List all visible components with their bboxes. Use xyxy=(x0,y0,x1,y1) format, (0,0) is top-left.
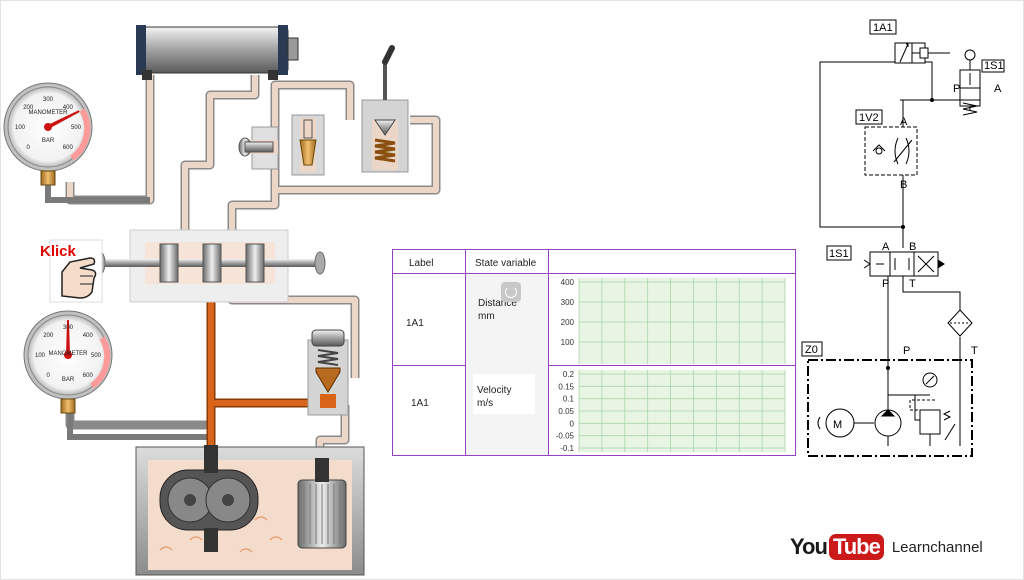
gauge-bottom-label: MANOMETER xyxy=(49,351,89,357)
throttle-valve xyxy=(238,126,279,170)
table-header-label: Label xyxy=(409,258,434,269)
gauge-line-bottom xyxy=(67,410,215,440)
gauge-top-unit: BAR xyxy=(42,138,55,144)
hydraulic-cylinder xyxy=(136,25,299,80)
schematic-limit-valve xyxy=(959,49,981,116)
port-a-dcv: A xyxy=(882,241,890,253)
row1-unit: mm xyxy=(478,311,495,322)
gauge-bottom-tick: 500 xyxy=(91,353,102,359)
state-variable-table: Label State variable 1A1 Distance mm 1A1… xyxy=(392,249,796,456)
gauge-top-tick: 200 xyxy=(23,105,34,111)
gauge-bottom-tick: 0 xyxy=(47,373,51,379)
label-z0: Z0 xyxy=(805,344,818,356)
charts-area: 400 300 200 100 0.2 0.15 0.1 0.05 0 -0.05 -0.1 xyxy=(556,278,786,453)
gauge-top-tick: 100 xyxy=(15,125,26,131)
brand-you: You xyxy=(790,534,828,559)
brand-tube: Tube xyxy=(828,534,884,560)
oil-tank xyxy=(135,445,365,576)
chart-tick-label: 100 xyxy=(561,338,575,347)
manometer-bottom xyxy=(23,310,113,414)
chart-tick-label: 400 xyxy=(561,278,575,287)
gauge-top-tick: 300 xyxy=(43,97,54,103)
schematic-flow-valve-1v2 xyxy=(864,126,918,176)
port-a-1v2: A xyxy=(900,116,908,128)
port-a-limit: A xyxy=(994,83,1002,95)
motor-symbol: M xyxy=(833,419,842,431)
label-1v2: 1V2 xyxy=(859,112,879,124)
schematic-cylinder-1a1 xyxy=(894,42,950,64)
port-t-dcv: T xyxy=(909,278,916,290)
gauge-bottom-tick: 100 xyxy=(35,353,46,359)
row1-variable: Distance xyxy=(478,298,517,309)
schematic-power-unit-z0 xyxy=(807,359,973,457)
gauge-line-top xyxy=(45,185,150,203)
gauge-bottom-tick: 600 xyxy=(83,373,94,379)
gauge-bottom-tick: 300 xyxy=(63,325,74,331)
directional-valve[interactable] xyxy=(92,229,326,303)
chart-tick-label: 0.05 xyxy=(558,407,574,416)
chart-tick-label: 0.2 xyxy=(563,370,575,379)
gauge-bottom-tick: 400 xyxy=(83,333,94,339)
gauge-top-label: MANOMETER xyxy=(29,110,69,116)
chart-tick-label: -0.1 xyxy=(560,444,574,453)
chart-tick-label: 0.15 xyxy=(558,382,574,391)
check-valve xyxy=(291,114,325,176)
chart-tick-label: 0 xyxy=(570,419,575,428)
brand-channel: Learnchannel xyxy=(891,538,983,556)
port-p-z0: P xyxy=(903,345,910,357)
schematic-directional-valve xyxy=(863,251,945,277)
table-header-state: State variable xyxy=(475,258,537,269)
chart-tick-label: -0.05 xyxy=(556,432,575,441)
gauge-needle-top xyxy=(47,110,80,129)
youtube-branding[interactable]: You Tube Learnchannel xyxy=(790,534,983,560)
port-b-dcv: B xyxy=(909,241,916,253)
schematic-return-filter xyxy=(947,309,973,337)
label-1s1-dcv: 1S1 xyxy=(829,248,849,260)
label-1a1: 1A1 xyxy=(873,22,893,34)
gauge-bottom-unit: BAR xyxy=(62,377,75,383)
gauge-top-tick: 500 xyxy=(71,125,82,131)
gauge-top-tick: 0 xyxy=(27,145,31,151)
distance-chart-plot xyxy=(579,278,785,364)
gauge-top-tick: 400 xyxy=(63,105,74,111)
row2-unit: m/s xyxy=(477,398,494,409)
row1-label: 1A1 xyxy=(406,318,424,329)
gauge-needle-bottom xyxy=(66,320,70,355)
port-b-1v2: B xyxy=(900,179,907,191)
chart-tick-label: 0.1 xyxy=(563,395,575,404)
refresh-icon[interactable] xyxy=(501,282,521,302)
gauge-bottom-tick: 200 xyxy=(43,333,54,339)
row2-label: 1A1 xyxy=(411,398,429,409)
limit-valve-1s1 xyxy=(361,45,409,173)
chart-tick-label: 300 xyxy=(561,298,575,307)
manometer-top xyxy=(3,82,93,186)
pressure-relief-valve xyxy=(307,329,349,416)
hand-pointer-icon[interactable] xyxy=(49,239,103,303)
port-p-limit: P xyxy=(953,83,960,95)
chart-tick-label: 200 xyxy=(561,318,575,327)
label-1s1-top: 1S1 xyxy=(984,60,1004,72)
gauge-top-tick: 600 xyxy=(63,145,74,151)
row2-variable: Velocity xyxy=(477,385,512,396)
port-t-z0: T xyxy=(971,345,978,357)
click-prompt[interactable]: Klick xyxy=(40,243,76,260)
port-p-dcv: P xyxy=(882,278,889,290)
hydraulic-schematic: 1A1 1S1 P A 1V2 A B 1S1 A B P T xyxy=(801,19,1005,457)
hydraulic-animation: 0 100 200 300 400 500 600 0 100 200 300 400 500 600 M… xyxy=(3,25,441,576)
